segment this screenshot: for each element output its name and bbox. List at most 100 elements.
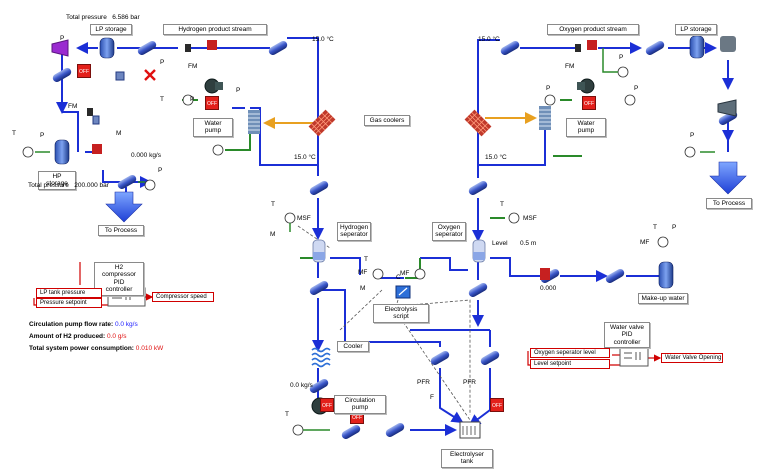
- label-t: T: [12, 130, 16, 137]
- label-t: T: [285, 411, 289, 418]
- label-msf: MSF: [297, 215, 311, 222]
- water-pid-title: Water valve PID controller: [604, 322, 650, 349]
- lp-storage-o2-label: LP storage: [675, 24, 717, 36]
- separators: [312, 239, 486, 263]
- total-pressure-top-value: 6.586 bar: [112, 14, 140, 21]
- stat-circulation-flow: Circulation pump flow rate: 0.0 kg/s: [29, 321, 138, 328]
- label-fm: FM: [68, 103, 78, 110]
- hp-total-pressure: Total pressure 200.000 bar: [28, 182, 109, 190]
- gas-coolers-label: Gas coolers: [364, 115, 410, 127]
- stat-circulation-flow-value: 0.0 kg/s: [114, 321, 138, 328]
- label-p: P: [40, 132, 45, 139]
- total-pressure-top-label: Total pressure: [66, 14, 107, 21]
- level-value: 0.5 m: [520, 240, 537, 247]
- label-mf: MF: [640, 239, 650, 246]
- o2-water-pump-label: Water pump: [566, 118, 606, 137]
- label-fm: FM: [565, 63, 575, 70]
- label-p: P: [546, 85, 551, 92]
- oxygen-product-stream-label: Oxygen product stream: [547, 24, 639, 36]
- stat-h2-produced-label: Amount of H2 produced:: [29, 333, 106, 340]
- compressors: [51, 36, 737, 117]
- label-m: M: [360, 285, 366, 292]
- to-process-arrows: [105, 161, 747, 223]
- label-m: M: [116, 130, 122, 137]
- circulation-pump-label: Circulation pump: [334, 395, 386, 414]
- h2-pid-output-compressor-speed: Compressor speed: [152, 292, 214, 302]
- circulation-pump-off-button[interactable]: OFF: [320, 398, 334, 412]
- label-p: P: [672, 224, 677, 231]
- label-p: P: [236, 87, 241, 94]
- oxygen-pipes: [318, 39, 734, 427]
- total-pressure-top: Total pressure 6.586 bar: [66, 14, 140, 22]
- water-pid-input-level: Oxygen seperator level: [530, 348, 610, 358]
- script-icon: [395, 285, 411, 299]
- stat-power-value: 0.010 kW: [135, 345, 164, 352]
- label-t: T: [653, 224, 657, 231]
- stat-power-label: Total system power consumption:: [29, 345, 134, 352]
- o2-water-pump-off-button[interactable]: OFF: [582, 96, 596, 110]
- stat-circulation-flow-label: Circulation pump flow rate:: [29, 321, 114, 328]
- o2-temp-mid: 15.0 °C: [485, 154, 507, 161]
- label-pfr: PFR: [417, 379, 430, 386]
- electrolyser-off-button-2[interactable]: OFF: [490, 398, 504, 412]
- water-pid-input-setpoint: Level setpoint: [530, 359, 610, 369]
- h2-pid-input-lp-pressure: LP tank pressure: [36, 288, 102, 298]
- label-p: P: [190, 96, 195, 103]
- hp-total-pressure-value: 200.000 bar: [74, 182, 109, 189]
- label-p: P: [158, 167, 163, 174]
- water-return-lines: [182, 99, 582, 279]
- cooling-lines: [263, 112, 537, 129]
- label-pfr: PFR: [463, 379, 476, 386]
- makeup-value: 0.000: [540, 285, 557, 292]
- label-mf: MF: [400, 270, 410, 277]
- hp-storage-label: HP storage: [38, 171, 76, 190]
- stat-h2-produced-value: 0.0 g/s: [107, 333, 127, 340]
- label-c: C: [396, 274, 401, 281]
- h2-water-pump-label: Water pump: [193, 118, 233, 137]
- h2-temp-mid: 15.0 °C: [294, 154, 316, 161]
- label-p: P: [160, 59, 165, 66]
- valves: [92, 40, 597, 280]
- label-t: T: [364, 256, 368, 263]
- label-p: P: [690, 132, 695, 139]
- stat-h2-produced: Amount of H2 produced: 0.0 g/s: [29, 333, 127, 340]
- to-process-left-label: To Process: [98, 225, 144, 237]
- gauges: [22, 66, 696, 436]
- label-t: T: [271, 201, 275, 208]
- cooler-flow: 0.0 kg/s: [290, 382, 313, 389]
- oxygen-separator-label: Oxygen seperator: [432, 222, 466, 241]
- storage-tanks: [54, 35, 705, 289]
- label-t: T: [160, 96, 164, 103]
- h2-temp-top: 15.0 °C: [312, 36, 334, 43]
- pipe-segments: [52, 41, 738, 439]
- label-fm: FM: [188, 63, 198, 70]
- electrolyser-icon: [459, 421, 481, 439]
- label-p: P: [60, 35, 65, 42]
- label-t: T: [500, 201, 504, 208]
- label-mf: MF: [358, 269, 368, 276]
- label-f: F: [430, 394, 434, 401]
- hp-total-pressure-label: Total pressure: [28, 182, 69, 189]
- flow-meters: [87, 44, 581, 116]
- lp-compressor-off-button[interactable]: OFF: [77, 64, 91, 78]
- h2-water-pump-off-button[interactable]: OFF: [205, 96, 219, 110]
- h2-flow-value: 0.000 kg/s: [131, 152, 161, 159]
- level-label: Level: [492, 240, 508, 247]
- hydrogen-product-stream-label: Hydrogen product stream: [163, 24, 267, 36]
- heat-exchangers: [248, 106, 551, 137]
- water-pid-output: Water Valve Opening: [661, 353, 723, 363]
- to-process-right-label: To Process: [706, 198, 752, 210]
- o2-temp-top: 15.0 °C: [478, 36, 500, 43]
- label-p: P: [619, 54, 624, 61]
- h2-pid-title: H2 compressor PID controller: [94, 262, 144, 296]
- label-msf: MSF: [523, 215, 537, 222]
- makeup-water-label: Make-up water: [638, 293, 688, 305]
- electrolysis-script-label[interactable]: Electrolysis script: [373, 304, 429, 323]
- stat-power: Total system power consumption: 0.010 kW: [29, 345, 163, 352]
- lp-storage-h2-label: LP storage: [90, 24, 132, 36]
- label-p: P: [634, 85, 639, 92]
- cooler-label: Cooler: [337, 341, 369, 353]
- cooler-icon: [311, 347, 331, 368]
